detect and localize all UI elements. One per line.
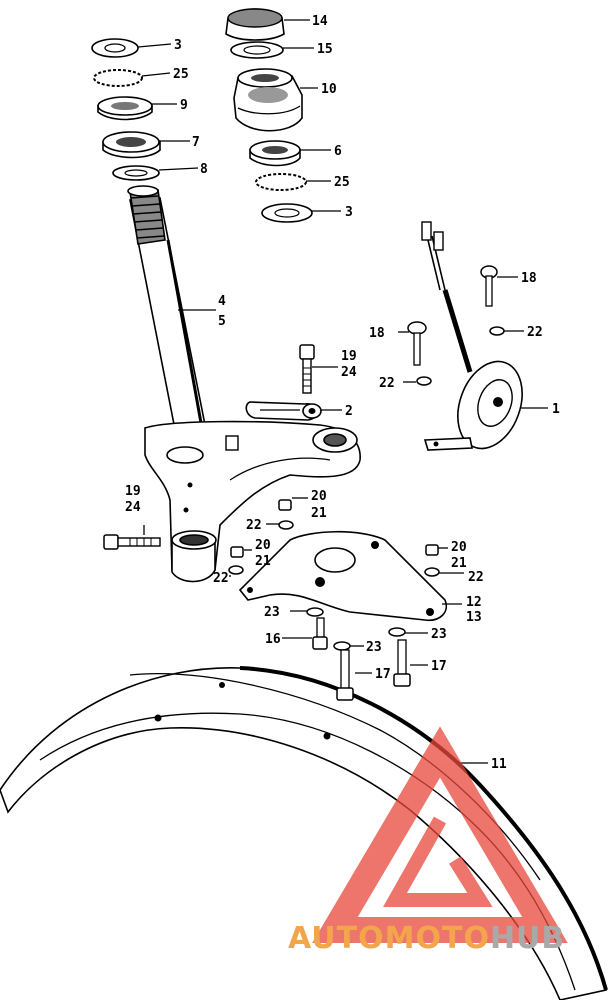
leader-lines (137, 19, 548, 764)
callout-label: 20 (451, 540, 467, 555)
svg-text:AUTOMOTOHUB: AUTOMOTOHUB (288, 921, 565, 956)
watermark-text: AUTOMOTOHUB (288, 921, 565, 956)
callout-label: 16 (265, 632, 281, 647)
bolt-19-lower (103, 534, 161, 550)
callout-label: 22 (213, 571, 229, 586)
callout-label: 24 (341, 365, 357, 380)
callout-label: 15 (317, 42, 333, 57)
callout-label: 9 (180, 98, 188, 113)
callout-label: 23 (366, 640, 382, 655)
watermark-logo (312, 726, 568, 943)
callout-label: 7 (192, 135, 200, 150)
callout-label: 13 (466, 610, 482, 625)
callout-label: 6 (334, 144, 342, 159)
callout-label: 21 (451, 556, 467, 571)
callout-label: 18 (521, 271, 537, 286)
callout-label: 2 (345, 404, 353, 419)
callout-label: 22 (468, 570, 484, 585)
bolt-16 (312, 617, 328, 650)
callout-label: 23 (431, 627, 447, 642)
callout-label: 1 (552, 402, 560, 417)
callout-label: 11 (491, 757, 507, 772)
callout-label: 25 (334, 175, 350, 190)
watermark-text-secondary: HUB (490, 921, 565, 956)
callout-label: 25 (173, 67, 189, 82)
callout-label: 21 (311, 506, 327, 521)
bolt-18-right (480, 265, 498, 307)
callout-label: 17 (431, 659, 447, 674)
callout-labels: 14 15 10 6 25 3 3 25 9 7 8 4 5 19 24 2 1… (125, 14, 560, 772)
under-bracket (144, 420, 361, 583)
bolt-18-left (407, 321, 427, 366)
watermark-text-primary: AUTOMOTO (288, 921, 490, 956)
callout-label: 22 (527, 325, 543, 340)
callout-label: 21 (255, 554, 271, 569)
left-bearing-stack (91, 38, 161, 181)
callout-label: 12 (466, 595, 482, 610)
horn (421, 221, 523, 451)
callout-label: 5 (218, 314, 226, 329)
callout-label: 22 (246, 518, 262, 533)
callout-label: 23 (264, 605, 280, 620)
callout-label: 10 (321, 82, 337, 97)
callout-label: 18 (369, 326, 385, 341)
callout-label: 19 (125, 484, 141, 499)
callout-label: 17 (375, 667, 391, 682)
callout-label: 14 (312, 14, 328, 29)
bolt-19-upper (299, 344, 315, 394)
callout-label: 20 (311, 489, 327, 504)
callout-label: 20 (255, 538, 271, 553)
lock-plate (245, 401, 322, 421)
callout-label: 4 (218, 294, 226, 309)
callout-label: 8 (200, 162, 208, 177)
callout-label: 3 (174, 38, 182, 53)
small-fasteners (228, 326, 505, 651)
callout-label: 22 (379, 376, 395, 391)
callout-label: 19 (341, 349, 357, 364)
bolt-17-left (336, 649, 354, 701)
headlight-bracket (238, 530, 447, 622)
callout-label: 3 (345, 205, 353, 220)
right-bearing-stack (225, 8, 313, 223)
bolt-17-right (393, 639, 411, 687)
steering-stem (127, 185, 211, 456)
callout-label: 24 (125, 500, 141, 515)
